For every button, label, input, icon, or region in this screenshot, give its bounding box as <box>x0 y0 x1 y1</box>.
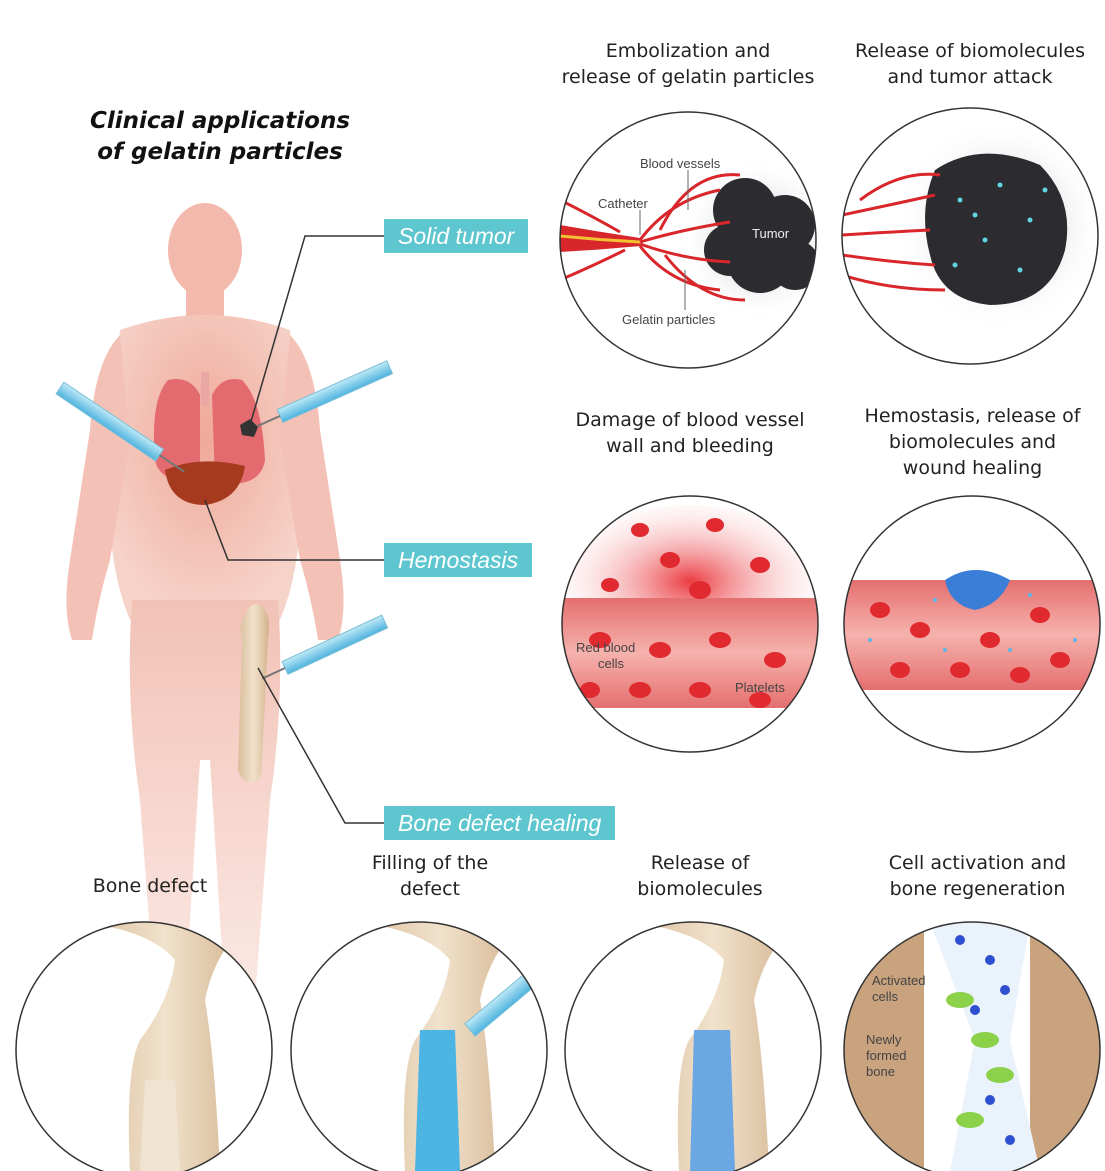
caption-hemostasis: Hemostasis, release of biomolecules and … <box>840 403 1105 481</box>
tumor-attack-panel <box>842 108 1105 368</box>
blood-vessels-label: Blood vessels <box>640 156 721 171</box>
hemostasis-panel <box>844 496 1104 756</box>
rbc-label-line1: Red blood <box>576 640 635 655</box>
caption-regeneration: Cell activation and bone regeneration <box>855 850 1100 902</box>
caption-filling: Filling of the defect <box>330 850 530 902</box>
bleeding-panel: Red blood cells Platelets <box>550 496 830 756</box>
bone-defect-healing-tag: Bone defect healing <box>384 806 615 840</box>
solid-tumor-tag: Solid tumor <box>384 219 528 253</box>
newly-formed-bone-label-3: bone <box>866 1064 895 1079</box>
caption-bone-defect: Bone defect <box>50 873 250 899</box>
tumor-embolization-panel: Blood vessels Catheter Tumor Gelatin par… <box>560 112 840 372</box>
bone-filling-panel <box>291 922 552 1171</box>
catheter-label: Catheter <box>598 196 649 211</box>
newly-formed-bone-label-2: formed <box>866 1048 906 1063</box>
bone-regeneration-panel: Activated cells Newly formed bone <box>844 922 1105 1171</box>
bone-release-panel <box>565 922 825 1171</box>
newly-formed-bone-label-1: Newly <box>866 1032 902 1047</box>
caption-bleeding: Damage of blood vessel wall and bleeding <box>555 407 825 459</box>
caption-release: Release of biomolecules <box>600 850 800 902</box>
gelatin-particles-label: Gelatin particles <box>622 312 716 327</box>
rbc-label-line2: cells <box>598 656 625 671</box>
activated-cells-label-2: cells <box>872 989 899 1004</box>
caption-tumor-attack: Release of biomolecules and tumor attack <box>840 38 1100 90</box>
activated-cells-label-1: Activated <box>872 973 925 988</box>
caption-embolization: Embolization and release of gelatin part… <box>540 38 836 90</box>
hemostasis-tag: Hemostasis <box>384 543 532 577</box>
tumor-label: Tumor <box>752 226 790 241</box>
platelets-label: Platelets <box>735 680 785 695</box>
